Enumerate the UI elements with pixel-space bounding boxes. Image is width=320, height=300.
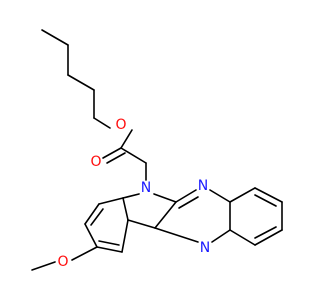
pyrazine-nitrogen-top-label: N: [198, 178, 208, 194]
molecule-drawing: O O N N N O: [31, 29, 283, 271]
ester-oxygen-label: O: [115, 117, 126, 133]
pentyl-chain: [41, 29, 95, 119]
pyrazine-nitrogen-bottom-label: N: [200, 240, 210, 256]
methoxy-oxygen-label: O: [57, 254, 68, 270]
methoxy-group: [31, 246, 98, 271]
quinoxaline-ring: [154, 187, 283, 246]
indole-nitrogen-label: N: [141, 180, 151, 196]
ester-group: [93, 117, 147, 181]
carbonyl-oxygen-label: O: [90, 154, 101, 170]
indole-ring: [84, 193, 177, 253]
molecule-structure-diagram: O O N N N O: [31, 29, 283, 271]
